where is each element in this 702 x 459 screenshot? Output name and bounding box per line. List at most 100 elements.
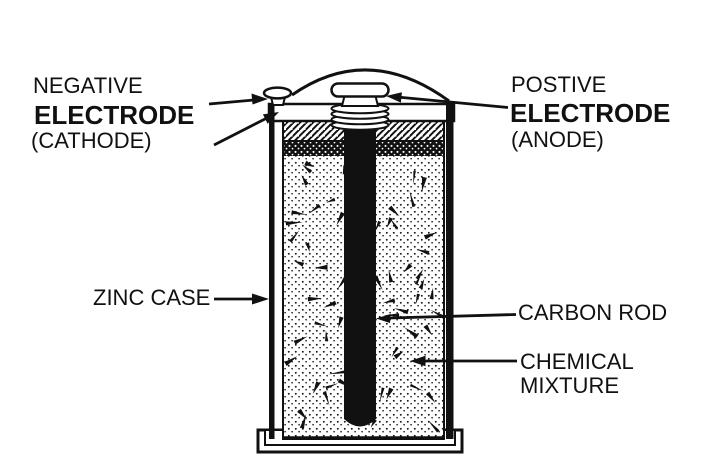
- mixture-fleck: [390, 218, 399, 230]
- mixture-fleck: [418, 279, 425, 290]
- mixture-fleck: [347, 251, 359, 254]
- positive-terminal: [330, 82, 390, 131]
- mixture-fleck: [428, 420, 440, 433]
- mixture-fleck: [409, 383, 424, 392]
- mixture-fleck: [430, 309, 443, 319]
- mixture-fleck: [305, 242, 310, 252]
- mixture-fleck: [342, 164, 347, 175]
- leader-lines: [208, 96, 517, 363]
- positive-arrowhead: [386, 92, 402, 103]
- mixture-fleck: [370, 419, 377, 428]
- zinc-case-right-wall: [446, 104, 454, 439]
- mixture-fleck: [326, 197, 336, 203]
- label-cathode: (CATHODE): [31, 128, 152, 153]
- mixture-fleck: [388, 205, 400, 217]
- mixture-fleck: [314, 264, 328, 270]
- mixture-fleck: [337, 275, 349, 290]
- positive-leader-line: [400, 96, 509, 109]
- mixture-fleck: [289, 230, 300, 243]
- mixture-fleck: [352, 171, 362, 179]
- mixture-fleck: [323, 391, 330, 406]
- carbon-rod: [344, 122, 376, 427]
- mixture-fleck: [338, 316, 344, 329]
- mixture-fleck: [307, 296, 323, 302]
- mixture-fleck: [423, 324, 433, 336]
- mixture-fleck: [425, 391, 436, 403]
- mixture-fleck: [423, 232, 437, 240]
- mixture-fleck: [362, 171, 371, 180]
- mixture-fleck: [386, 387, 394, 400]
- mixture-fleck: [312, 381, 321, 394]
- mixture-fleck: [373, 275, 383, 291]
- mixture-fleck: [350, 268, 360, 282]
- label-chemical-mixture-line2: MIXTURE: [520, 373, 619, 398]
- mixture-fleck: [349, 198, 360, 213]
- mixture-fleck: [413, 170, 416, 185]
- mixture-fleck: [421, 176, 427, 192]
- carbon-rod-arrowhead: [376, 314, 391, 323]
- mixture-fleck: [369, 346, 377, 362]
- mixture-fleck: [361, 233, 376, 238]
- mixture-fleck: [291, 210, 307, 215]
- mixture-fleck: [301, 175, 309, 186]
- label-negative-electrode: ELECTRODE: [34, 100, 195, 130]
- mixture-fleck: [429, 287, 434, 300]
- mixture-fleck: [314, 321, 328, 327]
- mixture-fleck: [356, 258, 364, 273]
- mixture-flecks: [284, 160, 443, 433]
- mixture-fleck: [301, 164, 313, 174]
- carbon-rod-leader-line: [389, 313, 517, 320]
- mixture-fleck: [297, 408, 308, 420]
- mixture-fleck: [364, 373, 378, 382]
- mixture-fleck: [293, 336, 308, 345]
- mixture-fleck: [293, 260, 305, 267]
- mixture-fleck: [325, 330, 329, 342]
- arrowheads: [251, 92, 426, 367]
- label-positive: POSTIVE: [511, 72, 607, 97]
- chemical-mixture-arrowhead: [410, 355, 426, 367]
- mixture-fleck: [404, 327, 419, 339]
- top-dome-arc: [291, 68, 450, 103]
- label-chemical-mixture-line1: CHEMICAL: [520, 349, 634, 374]
- label-negative: NEGATIVE: [33, 73, 143, 98]
- mixture-fleck: [387, 217, 394, 228]
- mixture-fleck: [415, 293, 421, 305]
- mixture-fleck: [357, 344, 372, 348]
- label-positive-electrode: ELECTRODE: [510, 98, 671, 128]
- mixture-fleck: [365, 286, 375, 294]
- mixture-fleck: [299, 413, 307, 429]
- mixture-fleck: [284, 356, 298, 366]
- mixture-fleck: [308, 204, 321, 214]
- mixture-fleck: [328, 370, 345, 375]
- mixture-fleck: [352, 303, 358, 315]
- zinc-case-left-wall: [269, 104, 275, 439]
- mixture-fleck: [415, 268, 424, 280]
- mixture-fleck: [388, 269, 394, 283]
- mixture-fleck: [325, 383, 339, 390]
- negative-leader-line-1: [208, 98, 255, 106]
- mixture-fleck: [393, 351, 404, 360]
- mixture-fleck: [403, 263, 413, 273]
- zinc-case-arrowhead: [252, 293, 269, 305]
- mixture-fleck: [379, 387, 385, 402]
- negative-leader-line-2: [213, 117, 267, 147]
- label-carbon-rod: CARBON ROD: [518, 300, 668, 325]
- mixture-fleck: [285, 221, 303, 226]
- mixture-fleck: [349, 383, 363, 395]
- mixture-fleck: [416, 249, 430, 255]
- label-zinc-case: ZINC CASE: [93, 285, 211, 310]
- label-chemical-mixture: CHEMICAL MIXTURE: [520, 350, 634, 398]
- mixture-fleck: [337, 378, 353, 389]
- negative-arrowhead-2: [262, 112, 279, 124]
- negative-arrowhead-1: [251, 93, 268, 105]
- mixture-fleck: [304, 160, 315, 168]
- mixture-fleck: [409, 190, 416, 208]
- mixture-fleck: [382, 298, 396, 304]
- mixture-fleck: [391, 346, 399, 358]
- mixture-fleck: [323, 300, 337, 308]
- mixture-fleck: [336, 211, 346, 226]
- negative-terminal-pip: [262, 86, 293, 106]
- label-anode: (ANODE): [511, 127, 604, 152]
